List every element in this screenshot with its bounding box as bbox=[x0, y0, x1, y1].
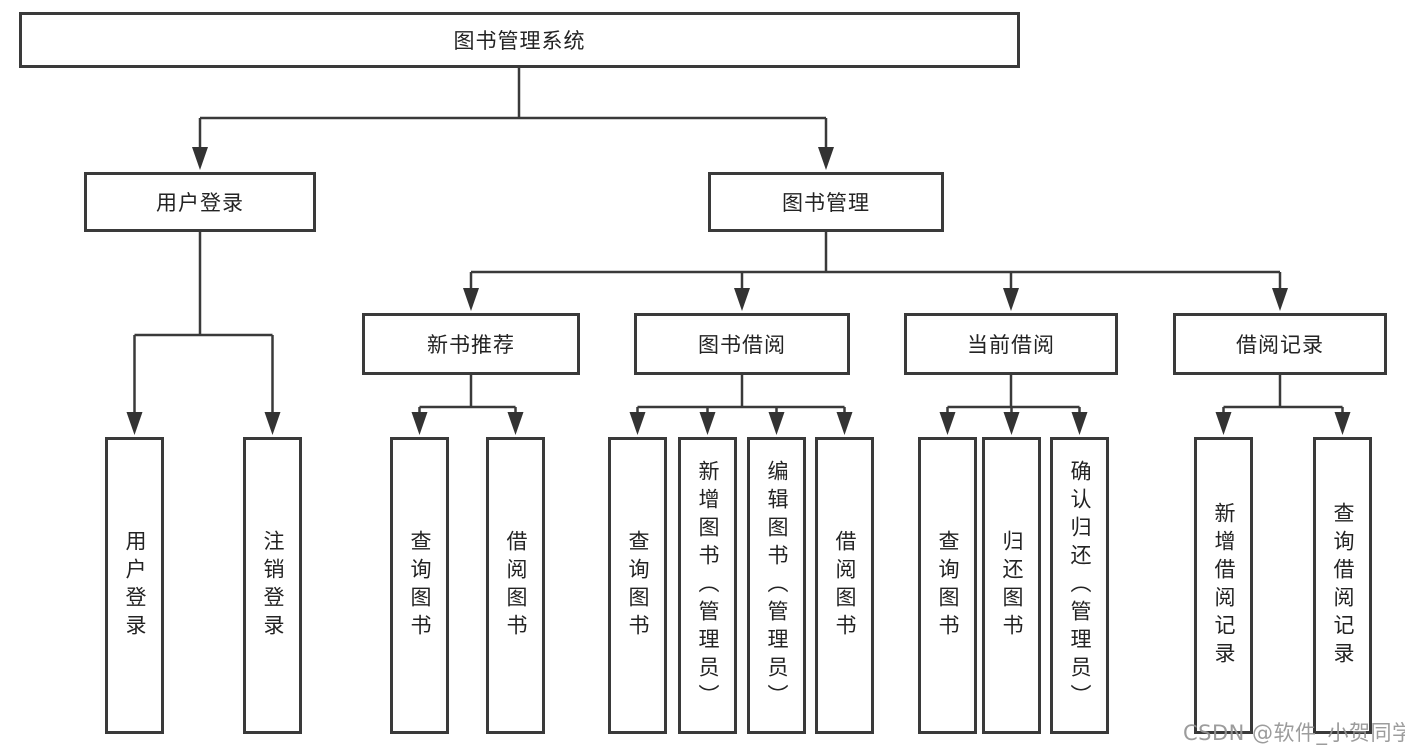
node-user-login-label: 用户登录 bbox=[156, 191, 244, 215]
leaf-return-books: 归还图书 bbox=[982, 437, 1041, 734]
leaf-add-book-admin: 新增图书（管理员） bbox=[678, 437, 737, 734]
node-book-management: 图书管理 bbox=[708, 172, 944, 232]
watermark: CSDN @软件_小贺同学 bbox=[1183, 721, 1405, 745]
node-borrowing-records: 借阅记录 bbox=[1173, 313, 1387, 375]
leaf-logout: 注销登录 bbox=[243, 437, 302, 734]
leaf-query-books-borrowing-label: 查询图书 bbox=[626, 529, 650, 642]
node-current-borrowing-label: 当前借阅 bbox=[967, 333, 1055, 357]
arrowhead-icons bbox=[126, 147, 1351, 435]
leaf-edit-book-admin: 编辑图书（管理员） bbox=[747, 437, 806, 734]
node-book-borrowing-label: 图书借阅 bbox=[698, 333, 786, 357]
leaf-add-borrow-record-label: 新增借阅记录 bbox=[1212, 501, 1236, 670]
leaf-query-borrow-record-label: 查询借阅记录 bbox=[1331, 501, 1355, 670]
leaf-add-borrow-record: 新增借阅记录 bbox=[1194, 437, 1253, 734]
leaf-return-books-label: 归还图书 bbox=[1000, 529, 1024, 642]
leaf-query-books-recommend: 查询图书 bbox=[390, 437, 449, 734]
node-borrowing-records-label: 借阅记录 bbox=[1236, 333, 1324, 357]
leaf-borrow-books-borrowing-label: 借阅图书 bbox=[833, 529, 857, 642]
node-library-system-label: 图书管理系统 bbox=[453, 29, 586, 53]
leaf-query-borrow-record: 查询借阅记录 bbox=[1313, 437, 1372, 734]
leaf-user-login: 用户登录 bbox=[105, 437, 164, 734]
leaf-add-book-admin-label: 新增图书（管理员） bbox=[696, 459, 720, 712]
leaf-borrow-books-recommend: 借阅图书 bbox=[486, 437, 545, 734]
leaf-query-books-recommend-label: 查询图书 bbox=[408, 529, 432, 642]
node-book-borrowing: 图书借阅 bbox=[634, 313, 850, 375]
leaf-query-books-current-label: 查询图书 bbox=[936, 529, 960, 642]
leaf-user-login-label: 用户登录 bbox=[123, 529, 147, 642]
leaf-borrow-books-borrowing: 借阅图书 bbox=[815, 437, 874, 734]
node-new-book-recommend: 新书推荐 bbox=[362, 313, 580, 375]
node-library-system: 图书管理系统 bbox=[19, 12, 1020, 68]
leaf-confirm-return-admin: 确认归还（管理员） bbox=[1050, 437, 1109, 734]
node-new-book-recommend-label: 新书推荐 bbox=[427, 333, 515, 357]
node-book-management-label: 图书管理 bbox=[782, 191, 870, 215]
leaf-borrow-books-recommend-label: 借阅图书 bbox=[504, 529, 528, 642]
leaf-logout-label: 注销登录 bbox=[261, 529, 285, 642]
leaf-query-books-current: 查询图书 bbox=[918, 437, 977, 734]
leaf-query-books-borrowing: 查询图书 bbox=[608, 437, 667, 734]
leaf-confirm-return-admin-label: 确认归还（管理员） bbox=[1068, 459, 1092, 712]
leaf-edit-book-admin-label: 编辑图书（管理员） bbox=[765, 459, 789, 712]
node-current-borrowing: 当前借阅 bbox=[904, 313, 1118, 375]
node-user-login: 用户登录 bbox=[84, 172, 316, 232]
